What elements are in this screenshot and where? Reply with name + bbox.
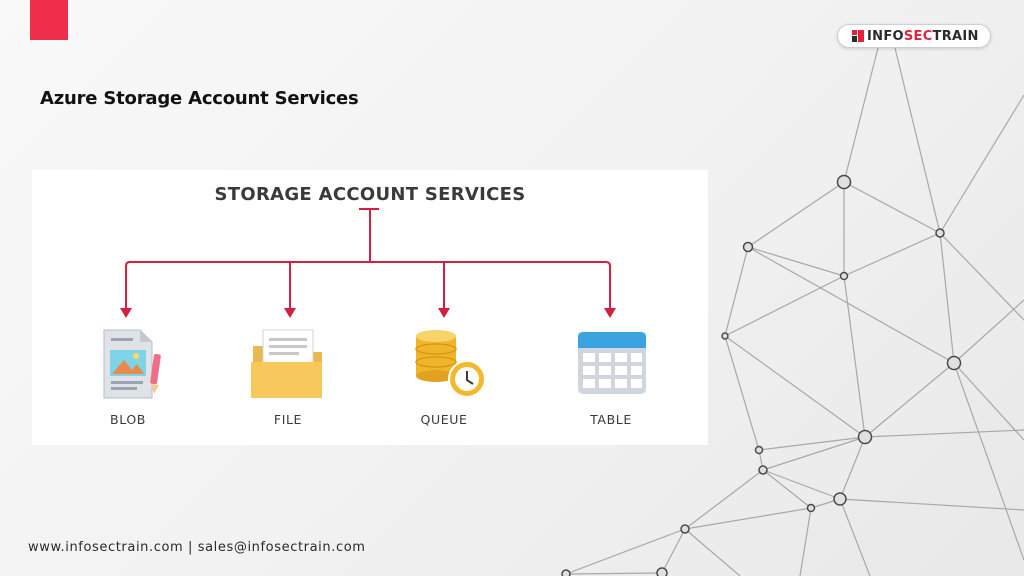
- diagram-card: STORAGE ACCOUNT SERVICES BLOB FILE QUEUE…: [32, 170, 708, 445]
- brand-accent-square: [30, 0, 68, 40]
- brand-logo: INFOSECTRAIN: [837, 24, 991, 48]
- folder-icon: [251, 329, 322, 398]
- page-title: Azure Storage Account Services: [40, 88, 359, 109]
- node-label-file: FILE: [273, 412, 303, 427]
- table-grid-icon: [578, 332, 646, 394]
- queue-database-clock-icon: [415, 330, 486, 398]
- diagram-title: STORAGE ACCOUNT SERVICES: [214, 184, 526, 205]
- footer-contact: www.infosectrain.com | sales@infosectrai…: [28, 540, 366, 555]
- brand-mark-icon: [852, 30, 864, 42]
- diagram-connectors: [103, 208, 646, 399]
- node-label-blob: BLOB: [110, 412, 146, 427]
- blob-document-icon: [103, 329, 161, 399]
- brand-logo-text: INFOSECTRAIN: [867, 28, 979, 44]
- node-label-table: TABLE: [590, 412, 632, 427]
- node-label-queue: QUEUE: [420, 412, 468, 427]
